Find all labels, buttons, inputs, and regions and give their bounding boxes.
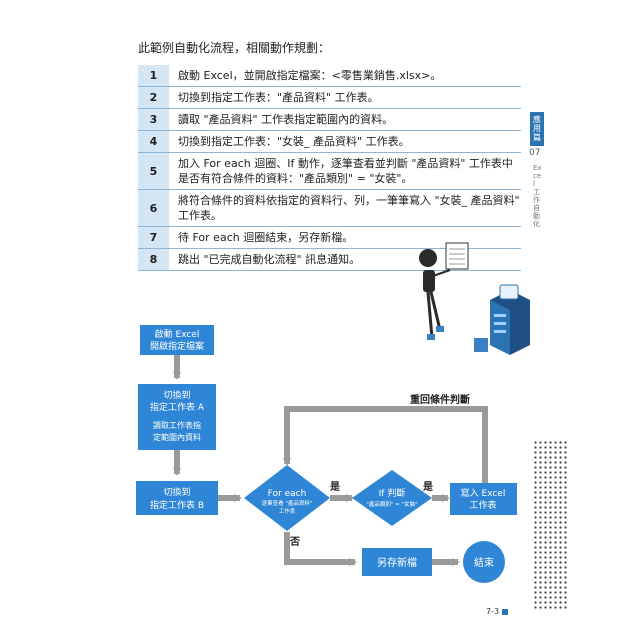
foreach-decision: For each 逐筆查看 "產品資料" 工作表 <box>244 465 330 531</box>
yes-label: 是 <box>422 481 433 493</box>
if-decision: If 判斷 "產品類別" = "女裝" <box>352 470 432 526</box>
step-text-line: 是否有符合條件的資料："產品類別" = "女裝"。 <box>178 172 413 185</box>
step-text-line: 加入 For each 迴圈、If 動作，逐筆查看並判斷 "產品資料" 工作表中 <box>178 157 513 170</box>
switch-sheet-b-box: 切換到 指定工作表 B <box>136 481 218 515</box>
box-label: 切換到 <box>163 389 190 401</box>
step-text: 切換到指定工作表："產品資料" 工作表。 <box>169 86 521 109</box>
page-number: 7-3 <box>486 607 509 616</box>
switch-sheet-a-box: 切換到 指定工作表 A 讀取工作表指 定範圍內資料 <box>138 384 216 450</box>
box-label: 工作表 <box>469 499 496 511</box>
decorative-dot-pattern <box>533 440 569 610</box>
page-marker-icon <box>502 608 509 615</box>
chapter-tab: 應用篇 <box>530 112 544 146</box>
step-text: 切換到指定工作表："女裝_ 產品資料" 工作表。 <box>169 130 521 153</box>
box-label: 切換到 <box>163 486 190 498</box>
box-label: 啟動 Excel <box>155 328 200 340</box>
step-text-line: 將符合條件的資料依指定的資料行、列，一筆筆寫入 "女裝_ 產品資料" <box>178 194 520 207</box>
box-label: 寫入 Excel <box>461 487 506 499</box>
box-label: 指定工作表 A <box>150 401 205 413</box>
decision-label: If 判斷 <box>379 487 406 499</box>
box-label: 定範圍內資料 <box>153 432 201 442</box>
end-terminal: 結束 <box>463 541 505 583</box>
start-excel-box: 啟動 Excel 開啟指定檔案 <box>140 325 214 355</box>
decision-label: 逐筆查看 "產品資料" <box>262 499 313 507</box>
no-label: 否 <box>289 536 300 548</box>
step-number: 5 <box>138 152 169 190</box>
flow-arrows <box>173 355 488 566</box>
step-number: 7 <box>138 226 169 249</box>
box-label: 開啟指定檔案 <box>150 340 204 352</box>
step-number: 6 <box>138 189 169 227</box>
terminal-label: 結束 <box>474 556 494 569</box>
table-row: 6 將符合條件的資料依指定的資料行、列，一筆筆寫入 "女裝_ 產品資料" 工作表。 <box>138 189 521 227</box>
step-text-line: 工作表。 <box>178 209 222 222</box>
robot-figure <box>419 242 469 340</box>
server-rack <box>474 284 530 355</box>
step-number: 4 <box>138 130 169 153</box>
box-label: 另存新檔 <box>377 556 417 569</box>
step-text: 加入 For each 迴圈、If 動作，逐筆查看並判斷 "產品資料" 工作表中… <box>169 152 521 190</box>
step-text: 啟動 Excel，並開啟指定檔案：<零售業銷售.xlsx>。 <box>169 65 521 87</box>
chapter-number: 07 <box>529 148 541 158</box>
step-number: 1 <box>138 65 169 87</box>
step-text: 讀取 "產品資料" 工作表指定範圍內的資料。 <box>169 108 521 131</box>
box-label: 指定工作表 B <box>150 499 204 511</box>
save-as-box: 另存新檔 <box>362 548 432 576</box>
chapter-tab-label: 應用篇 <box>533 115 541 142</box>
box-label: 讀取工作表指 <box>153 420 201 430</box>
decision-label: For each <box>268 489 307 499</box>
step-text: 將符合條件的資料依指定的資料行、列，一筆筆寫入 "女裝_ 產品資料" 工作表。 <box>169 189 521 227</box>
decision-label: "產品類別" = "女裝" <box>366 500 417 508</box>
step-number: 3 <box>138 108 169 131</box>
write-excel-box: 寫入 Excel 工作表 <box>450 483 517 515</box>
yes-label: 是 <box>329 481 340 493</box>
chapter-title: Excel 工作自動化 <box>533 164 542 228</box>
loop-label: 重回條件判斷 <box>410 393 470 406</box>
page-number-text: 7-3 <box>486 607 500 616</box>
decision-label: 工作表 <box>279 507 296 515</box>
step-number: 2 <box>138 86 169 109</box>
intro-text: 此範例自動化流程，相關動作規劃： <box>138 41 331 55</box>
step-number: 8 <box>138 248 169 271</box>
step-text: 待 For each 迴圈結束，另存新檔。 <box>169 226 521 249</box>
